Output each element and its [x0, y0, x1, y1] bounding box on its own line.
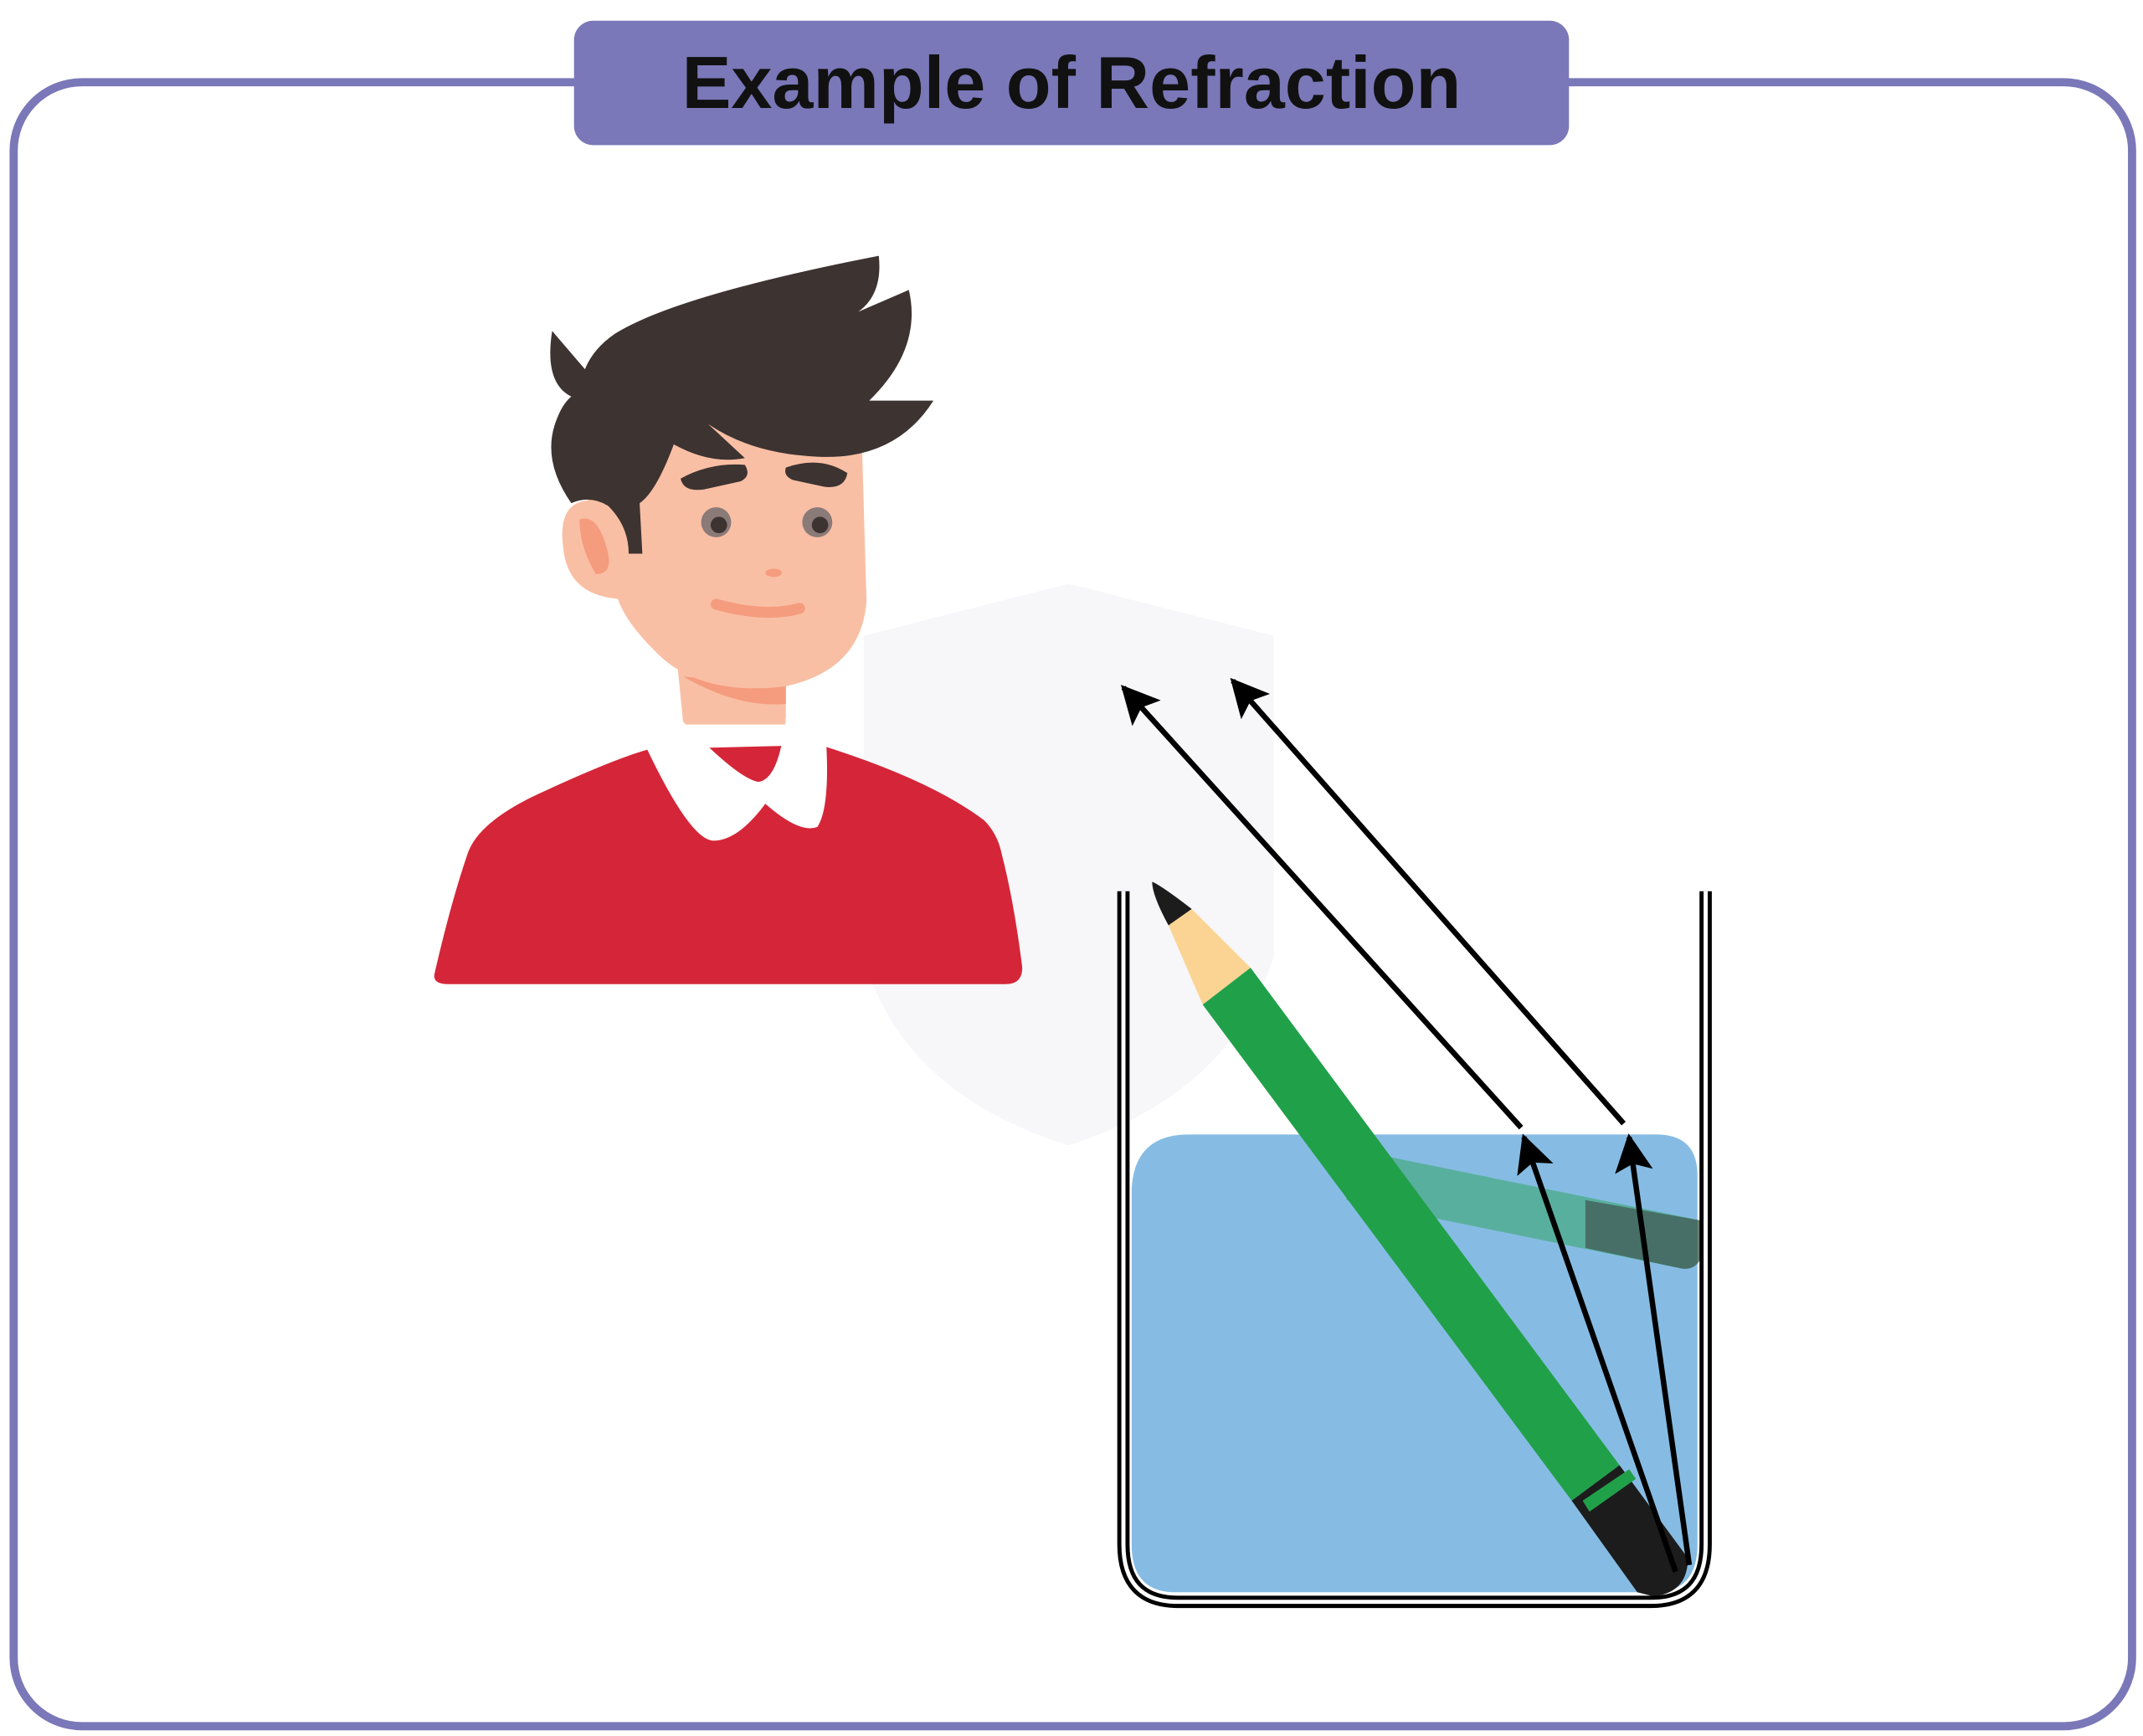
title-banner: Example of Refraction	[573, 20, 1570, 146]
watermark-logo	[863, 583, 1274, 1146]
person-observer-icon	[434, 255, 1023, 984]
diagram-title: Example of Refraction	[682, 41, 1462, 124]
pencil-icon	[1152, 881, 1688, 1597]
ray-in-water-2	[1615, 1133, 1693, 1566]
ray-in-water-1	[1517, 1133, 1678, 1573]
ray-in-air-1	[1120, 685, 1524, 1130]
light-rays	[1120, 677, 1693, 1573]
ray-in-air-2	[1230, 677, 1627, 1126]
